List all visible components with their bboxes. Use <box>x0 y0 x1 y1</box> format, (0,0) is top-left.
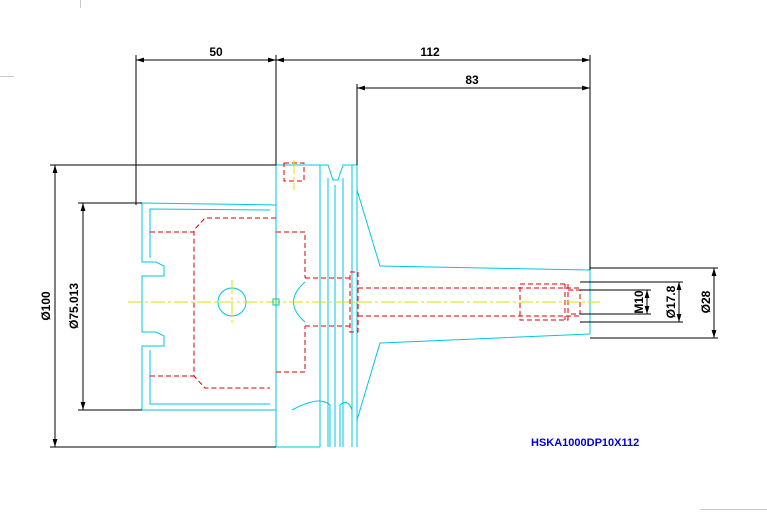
dimension-lines <box>50 55 718 448</box>
dim-thread: M10 <box>632 290 646 314</box>
dim-overall-length: 112 <box>420 45 440 59</box>
corner-mark-bottom-right <box>700 509 767 510</box>
origin-marker <box>272 298 280 306</box>
center-lines <box>128 160 600 324</box>
corner-mark-top-left-v <box>80 0 81 8</box>
dim-flange-diameter: Ø100 <box>39 291 53 321</box>
dim-taper-diameter: Ø75.013 <box>67 283 81 329</box>
dim-nose-diameter: Ø28 <box>699 290 713 313</box>
part-code-label: HSKA1000DP10X112 <box>531 437 639 449</box>
dim-flange-length: 50 <box>209 45 223 59</box>
hidden-lines <box>150 162 581 389</box>
dim-projection-length: 83 <box>465 73 479 87</box>
corner-mark-top-left-h <box>0 76 14 77</box>
dim-bore-diameter: Ø17.8 <box>664 285 678 318</box>
part-outline <box>141 164 591 448</box>
